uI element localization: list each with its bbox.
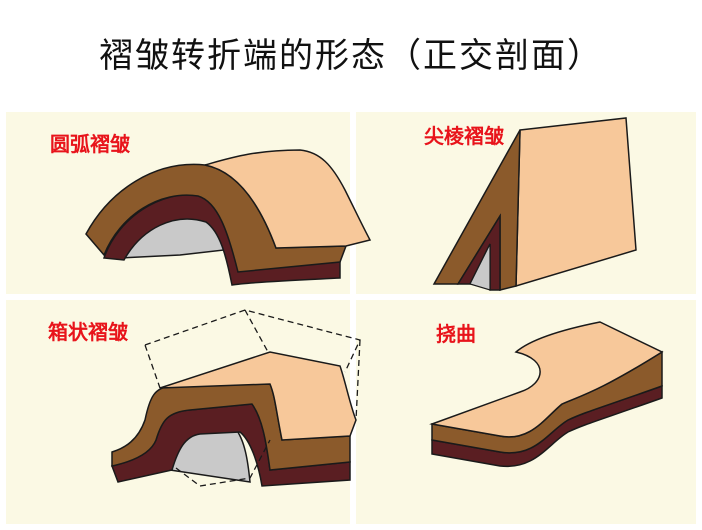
box-middle-layer	[111, 383, 351, 471]
slide-title: 褶皱转折端的形态（正交剖面）	[99, 36, 603, 76]
box-top-surface	[159, 351, 357, 441]
label-sharp-fold: 尖棱褶皱	[424, 124, 504, 148]
label-arc-fold: 圆弧褶皱	[50, 132, 130, 156]
label-flexure: 挠曲	[436, 322, 476, 346]
box-dashed-outline	[144, 309, 361, 487]
sharp-core	[469, 243, 491, 291]
flexure-top-surface	[429, 321, 664, 438]
label-box-fold: 箱状褶皱	[48, 320, 128, 344]
arc-top-surface	[204, 149, 372, 249]
